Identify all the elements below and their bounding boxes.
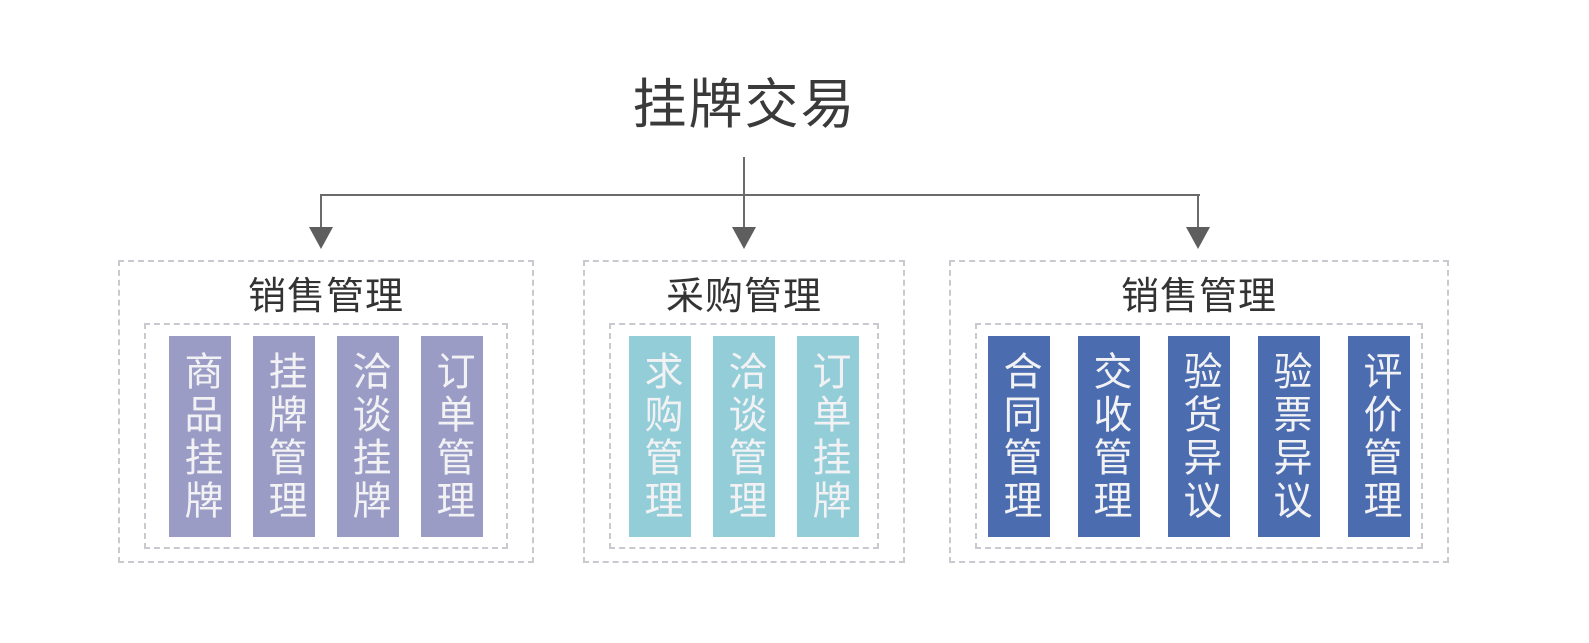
group-items-container: 合同管理 交收管理 验货异议 验票异议 评价管理 (975, 323, 1423, 549)
item-bar-label: 求购管理 (638, 351, 683, 523)
item-bar[interactable]: 验货异议 (1168, 335, 1230, 537)
item-bar-list: 合同管理 交收管理 验货异议 验票异议 评价管理 (988, 335, 1410, 537)
item-bar-label: 合同管理 (997, 351, 1042, 523)
item-bar-label: 评价管理 (1357, 351, 1402, 523)
item-bar-list: 求购管理 洽谈管理 订单挂牌 (629, 335, 859, 537)
item-bar[interactable]: 订单挂牌 (797, 335, 859, 537)
group-title: 采购管理 (665, 274, 822, 318)
item-bar-label: 洽谈管理 (722, 351, 767, 523)
connector-drop-center (743, 195, 745, 235)
item-bar[interactable]: 交收管理 (1078, 335, 1140, 537)
item-bar[interactable]: 商品挂牌 (169, 335, 231, 537)
item-bar-label: 验票异议 (1267, 351, 1312, 523)
group-title: 销售管理 (247, 274, 404, 318)
item-bar-label: 订单管理 (430, 351, 475, 523)
connector-drop-right (1197, 195, 1199, 235)
group-items-container: 商品挂牌 挂牌管理 洽谈挂牌 订单管理 (144, 323, 508, 549)
item-bar[interactable]: 求购管理 (629, 335, 691, 537)
connector-horizontal-bar (320, 194, 1200, 196)
item-bar[interactable]: 合同管理 (988, 335, 1050, 537)
item-bar[interactable]: 评价管理 (1348, 335, 1410, 537)
item-bar-label: 订单挂牌 (806, 351, 851, 523)
item-bar[interactable]: 挂牌管理 (253, 335, 315, 537)
group-items-container: 求购管理 洽谈管理 订单挂牌 (609, 323, 879, 549)
connector-drop-left (320, 195, 322, 235)
group-title: 销售管理 (1120, 274, 1277, 318)
item-bar[interactable]: 订单管理 (421, 335, 483, 537)
item-bar-label: 交收管理 (1087, 351, 1132, 523)
arrow-down-icon-center (732, 227, 756, 249)
group-sales-fulfilment[interactable]: 销售管理 合同管理 交收管理 验货异议 验票异议 评价管理 (949, 260, 1449, 563)
item-bar[interactable]: 验票异议 (1258, 335, 1320, 537)
arrow-down-icon-right (1186, 227, 1210, 249)
connector-stem (743, 157, 745, 196)
group-sales-listing[interactable]: 销售管理 商品挂牌 挂牌管理 洽谈挂牌 订单管理 (118, 260, 534, 563)
item-bar[interactable]: 洽谈管理 (713, 335, 775, 537)
item-bar-label: 商品挂牌 (178, 351, 223, 523)
item-bar-label: 挂牌管理 (262, 351, 307, 523)
root-node-title: 挂牌交易 (632, 73, 857, 136)
item-bar-label: 洽谈挂牌 (346, 351, 391, 523)
item-bar-list: 商品挂牌 挂牌管理 洽谈挂牌 订单管理 (169, 335, 483, 537)
group-purchase[interactable]: 采购管理 求购管理 洽谈管理 订单挂牌 (583, 260, 905, 563)
arrow-down-icon-left (309, 227, 333, 249)
item-bar-label: 验货异议 (1177, 351, 1222, 523)
item-bar[interactable]: 洽谈挂牌 (337, 335, 399, 537)
